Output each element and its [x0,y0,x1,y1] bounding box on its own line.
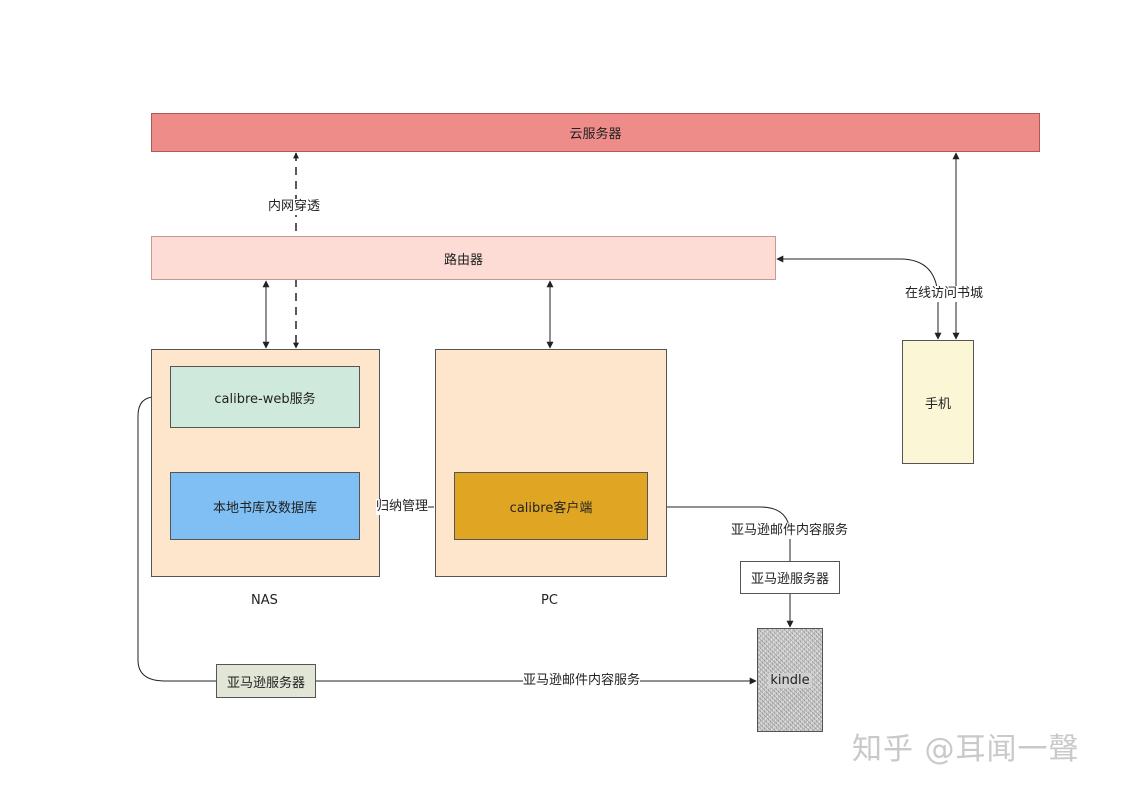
amazon-server-right-label: 亚马逊服务器 [750,572,829,587]
router-label: 路由器 [443,252,483,268]
intranet-penetration-label: 内网穿透 [268,199,321,215]
archive-management-label: 归纳管理 [376,499,429,515]
local-library-label: 本地书库及数据库 [212,500,317,516]
phone-node: 手机 [902,340,974,464]
amazon-server-bottom-label: 亚马逊服务器 [226,675,305,691]
cloud-server-label: 云服务器 [569,127,622,142]
calibre-client-label: calibre客户端 [509,500,593,516]
router-node: 路由器 [151,236,776,280]
nas-caption: NAS [251,593,278,608]
amazon-server-right-node: 亚马逊服务器 [740,561,840,594]
edge-calibreweb-amazon-bottom [137,396,216,682]
amazon-mail-right-label: 亚马逊邮件内容服务 [731,523,849,539]
calibre-web-node: calibre-web服务 [170,366,360,428]
local-library-node: 本地书库及数据库 [170,472,360,540]
amazon-server-bottom-node: 亚马逊服务器 [216,664,316,698]
calibre-web-label: calibre-web服务 [214,391,316,407]
kindle-label: kindle [768,672,812,688]
calibre-client-node: calibre客户端 [454,472,648,540]
phone-label: 手机 [924,396,951,412]
amazon-mail-bottom-label: 亚马逊邮件内容服务 [523,673,641,689]
cloud-server-node: 云服务器 [151,113,1040,152]
pc-caption: PC [541,593,558,608]
kindle-node: kindle [757,628,823,732]
zhihu-watermark: 知乎 @耳闻一聲 [852,732,1080,767]
online-bookstore-label: 在线访问书城 [905,286,984,302]
pc-group [435,349,667,577]
